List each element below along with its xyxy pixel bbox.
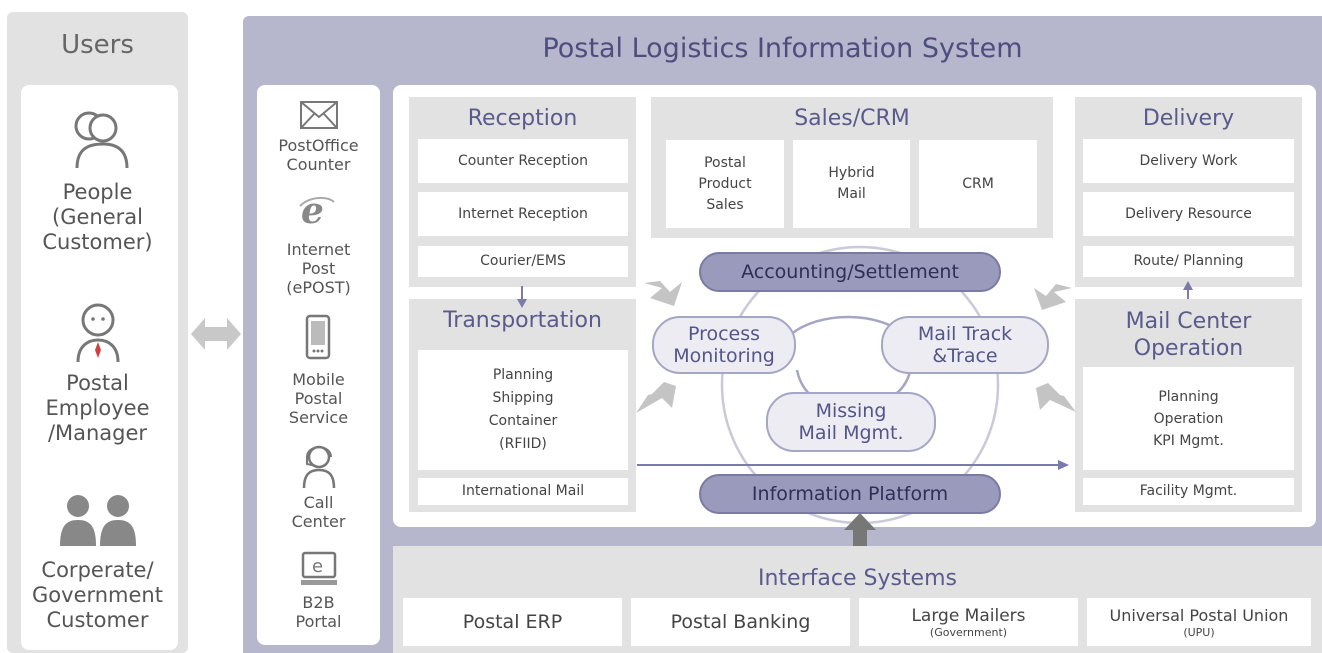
- interface-item-large-mailers-sub: (Government): [929, 625, 1008, 639]
- mailcenter-title-line1: Mail Center: [1125, 309, 1252, 334]
- mail-track-line2: &Trace: [932, 345, 998, 367]
- interface-item-upu-label: Universal Postal Union: [1109, 605, 1289, 625]
- interface-title: Interface Systems: [758, 566, 957, 591]
- corporate-icon: [60, 495, 136, 546]
- sales-item-hybrid-mail: Hybrid Mail: [793, 140, 910, 228]
- channel-b2b-label: B2B Portal: [257, 593, 380, 631]
- channel-internet-line3: (ePOST): [286, 278, 351, 297]
- channel-callcenter-line1: Call: [303, 493, 334, 512]
- sales-item-postal-product-line3: Sales: [706, 196, 744, 213]
- envelope-icon: [300, 101, 338, 129]
- transportation-title: Transportation: [443, 308, 602, 333]
- internet-explorer-icon: e: [299, 192, 335, 230]
- user-employee-line1: Postal: [66, 371, 129, 395]
- sales-item-postal-product-line2: Product: [698, 175, 752, 192]
- users-list: [21, 85, 178, 650]
- process-monitoring-line2: Monitoring: [673, 345, 775, 367]
- delivery-title: Delivery: [1142, 106, 1235, 131]
- mail-track-line1: Mail Track: [917, 323, 1013, 345]
- users-title: Users: [61, 30, 134, 60]
- interface-item-banking: Postal Banking: [631, 598, 850, 646]
- user-corporate-line3: Customer: [46, 608, 149, 632]
- interface-item-upu: Universal Postal Union (UPU): [1087, 598, 1311, 646]
- user-employee-line2: Employee: [45, 396, 150, 420]
- channel-b2b-line2: Portal: [295, 612, 342, 631]
- interface-item-erp-label: Postal ERP: [462, 611, 563, 633]
- mailcenter-detail-line1: Planning: [1158, 388, 1219, 405]
- channel-b2b-line1: B2B: [302, 593, 335, 612]
- channel-mobile-line3: Service: [288, 408, 349, 427]
- transportation-detail-line4: (RFIID): [499, 436, 547, 452]
- mail-track-bubble: Mail Track&Trace: [881, 316, 1049, 374]
- transportation-footer: International Mail: [418, 478, 628, 505]
- mailcenter-detail: Planning Operation KPI Mgmt.: [1083, 367, 1294, 470]
- reception-item-courier: Courier/EMS: [418, 246, 628, 277]
- interface-item-erp: Postal ERP: [403, 598, 622, 646]
- missing-mail-line1: Missing: [815, 400, 887, 422]
- sales-item-postal-product-line1: Postal: [704, 154, 746, 171]
- reception-title: Reception: [467, 106, 578, 131]
- user-people-line2: (General: [52, 205, 143, 229]
- channel-internet-line1: Internet: [286, 240, 351, 259]
- channel-internet-line2: Post: [301, 259, 336, 278]
- channel-counter-label: PostOffice Counter: [257, 136, 380, 174]
- gray-inflow-arrows: [636, 281, 1076, 413]
- user-corporate-label: Corperate/ Government Customer: [7, 558, 188, 633]
- accounting-settlement-pill: Accounting/Settlement: [699, 252, 1001, 292]
- svg-text:e: e: [312, 556, 323, 577]
- delivery-item-resource: Delivery Resource: [1083, 192, 1294, 236]
- headset-icon: [302, 445, 336, 488]
- channel-counter-line1: PostOffice: [278, 136, 359, 155]
- mailcenter-title-line2: Operation: [1133, 336, 1244, 361]
- reception-item-internet: Internet Reception: [418, 192, 628, 236]
- mailcenter-detail-line2: Operation: [1153, 410, 1224, 427]
- people-icon: [74, 111, 129, 169]
- channel-internet-label: Internet Post (ePOST): [257, 240, 380, 297]
- delivery-item-route: Route/ Planning: [1083, 246, 1294, 277]
- user-corporate-line2: Government: [32, 583, 163, 607]
- interface-item-banking-label: Postal Banking: [670, 611, 811, 633]
- sales-item-hybrid-mail-line1: Hybrid: [828, 165, 875, 181]
- user-employee-line3: /Manager: [47, 421, 148, 445]
- channel-mobile-label: Mobile Postal Service: [257, 370, 380, 427]
- user-employee-label: Postal Employee /Manager: [7, 371, 188, 446]
- sales-item-hybrid-mail-line2: Mail: [837, 186, 866, 202]
- system-title: Postal Logistics Information System: [542, 33, 1023, 64]
- sales-title: Sales/CRM: [794, 106, 910, 131]
- user-people-line3: Customer): [42, 230, 153, 254]
- transportation-detail: Planning Shipping Container (RFIID): [418, 350, 628, 470]
- channel-callcenter-line2: Center: [291, 512, 346, 531]
- missing-mail-line2: Mail Mgmt.: [798, 422, 904, 444]
- interface-item-large-mailers-label: Large Mailers: [911, 605, 1026, 626]
- channel-counter-line2: Counter: [286, 155, 351, 174]
- channel-mobile-line2: Postal: [294, 389, 343, 408]
- reception-item-counter: Counter Reception: [418, 139, 628, 183]
- channel-callcenter-label: Call Center: [257, 493, 380, 531]
- users-system-arrow: [191, 318, 241, 350]
- mailcenter-footer: Facility Mgmt.: [1083, 478, 1294, 505]
- transportation-detail-line3: Container: [488, 413, 558, 429]
- user-people-label: People (General Customer): [7, 180, 188, 255]
- transportation-detail-line2: Shipping: [492, 390, 554, 406]
- delivery-item-work: Delivery Work: [1083, 139, 1294, 183]
- interface-item-large-mailers: Large Mailers (Government): [859, 598, 1078, 646]
- employee-icon: [76, 303, 120, 363]
- b2b-portal-icon: e: [301, 551, 337, 585]
- user-people-line1: People: [62, 180, 133, 204]
- information-platform-pill: Information Platform: [699, 474, 1001, 514]
- sales-item-postal-product: Postal Product Sales: [666, 140, 784, 228]
- mailcenter-detail-line3: KPI Mgmt.: [1153, 432, 1224, 449]
- channel-mobile-line1: Mobile: [292, 370, 345, 389]
- interface-item-upu-sub: (UPU): [1183, 625, 1215, 639]
- transportation-detail-line1: Planning: [492, 367, 554, 383]
- mobile-phone-icon: [305, 314, 331, 360]
- sales-item-crm: CRM: [919, 140, 1037, 228]
- user-corporate-line1: Corperate/: [41, 558, 154, 582]
- mailcenter-title: Mail Center Operation: [1075, 308, 1302, 362]
- channels-panel: [257, 85, 380, 645]
- process-monitoring-line1: Process: [687, 323, 761, 345]
